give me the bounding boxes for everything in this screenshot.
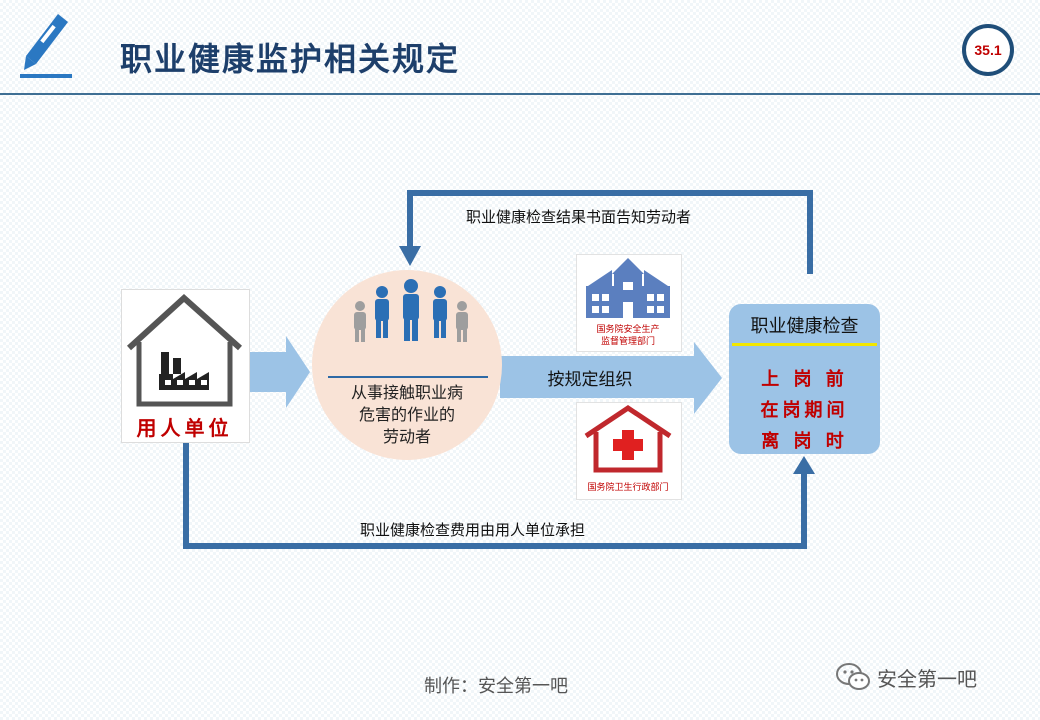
safety-department-line-1: 国务院安全生产: [596, 325, 660, 335]
workers-label-line-1: 从事接触职业病: [350, 383, 463, 402]
top-flow-label: 职业健康检查结果书面告知劳动者: [466, 208, 692, 226]
workers-divider: [328, 376, 488, 378]
bottom-cost-arrowhead: [793, 456, 815, 474]
page-title: 职业健康监护相关规定: [120, 40, 461, 78]
top-feedback-arrowhead: [399, 246, 421, 266]
exam-period-pre: 上 岗 前: [761, 369, 848, 390]
footer-credit: 制作：安全第一吧: [424, 676, 568, 697]
page-number: 35.1: [966, 28, 1010, 72]
exam-title: 职业健康检查: [750, 316, 859, 337]
health-department-line-1: 国务院卫生行政部门: [587, 483, 669, 493]
page-number-badge: 35.1: [962, 24, 1014, 76]
workers-label-line-2: 危害的作业的: [358, 405, 455, 424]
exam-box: [729, 304, 880, 454]
safety-department-label: 国务院安全生产 监督管理部门: [576, 324, 680, 348]
health-department-card: [576, 402, 682, 500]
factory-house-icon: [126, 293, 242, 407]
pencil-icon: [20, 14, 72, 78]
workers-group-icon: [354, 279, 468, 342]
health-department-label: 国务院卫生行政部门: [576, 482, 680, 494]
government-building-icon: [586, 258, 670, 318]
exam-period-during: 在岗期间: [760, 400, 849, 421]
workers-label: 从事接触职业病 危害的作业的 劳动者: [322, 382, 492, 448]
wechat-watermark: 安全第一吧: [835, 662, 977, 692]
employer-label: 用人单位: [136, 416, 233, 440]
bottom-flow-label: 职业健康检查费用由用人单位承担: [360, 521, 586, 539]
workers-to-exam-arrow: [500, 342, 722, 414]
exam-period-post: 离 岗 时: [761, 431, 848, 452]
employer-to-workers-arrow: [248, 336, 310, 408]
wechat-icon: [836, 663, 870, 690]
bottom-cost-line: [183, 440, 807, 549]
header-divider: [0, 93, 1040, 95]
workers-label-line-3: 劳动者: [382, 427, 431, 446]
wechat-label: 安全第一吧: [877, 666, 977, 691]
exam-divider: [732, 343, 877, 346]
organize-label: 按规定组织: [547, 370, 633, 390]
top-feedback-line: [407, 190, 813, 274]
safety-department-line-2: 监督管理部门: [600, 337, 655, 347]
hospital-cross-icon: [584, 404, 672, 473]
